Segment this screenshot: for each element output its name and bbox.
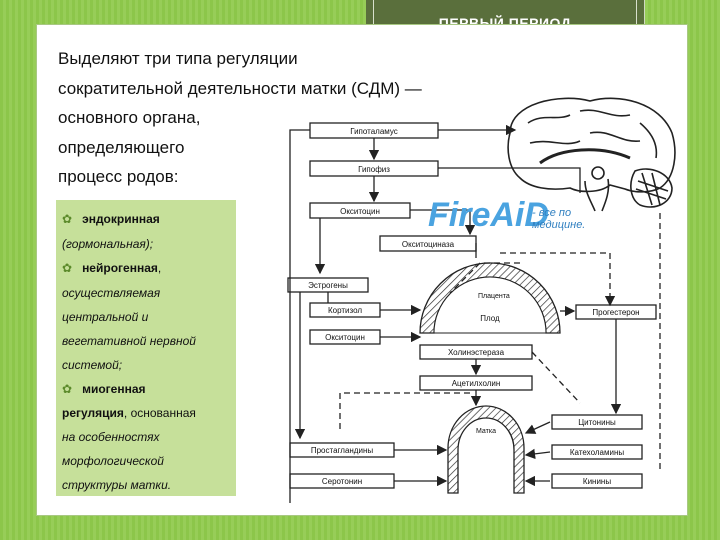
kinins-label: Кинины [583,477,611,486]
bullet-icon: ✿ [62,212,73,226]
placenta-label: Плацента [478,293,510,300]
myogenic-desc-line: на особенностях [62,430,160,444]
bullet-icon: ✿ [62,382,73,396]
list-item-myogenic: ✿ миогенная [62,382,146,396]
cortisol-label: Кортизол [328,306,362,315]
intro-line: Выделяют три типа регуляции [58,49,298,68]
myogenic-desc-line: структуры матки. [62,478,172,492]
intro-line: процесс родов: [58,167,179,186]
regulation-types-box: ✿ эндокринная (гормональная); ✿ нейрогенна… [56,200,236,496]
neurogenic-desc-line: центральной и [62,310,149,324]
myogenic-line: регуляция, основанная [62,406,196,420]
myogenic-desc-line: морфологической [62,454,164,468]
brain-illustration [507,97,676,212]
myogenic-desc-start: , основанная [123,406,196,420]
intro-line: определяющего [58,137,185,157]
intro-line: сократительной деятельности матки (СДМ) … [58,78,422,98]
endocrine-desc: (гормональная); [62,237,154,251]
serotonin-label: Серотонин [322,477,362,486]
progesterone-label: Прогестерон [592,308,639,317]
hypothalamus-label: Гипоталамус [350,127,398,136]
neurogenic-desc-line: системой; [62,358,123,372]
list-item-neurogenic: ✿ нейрогенная, [62,261,161,275]
watermark-logo: FireAiD [428,196,549,234]
acetylcholine-label: Ацетилхолин [452,379,501,388]
prostaglandins-label: Простагландины [311,446,374,455]
intro-text: Выделяют три типа регуляции сократительн… [58,44,422,192]
myogenic-term: миогенная [82,382,146,396]
endocrine-term: эндокринная [82,212,160,226]
intro-line: основного органа, [58,108,201,127]
watermark-tagline: - все по медицине. [532,207,586,231]
neurogenic-term: нейрогенная [82,261,158,275]
neurogenic-desc-line: осуществляемая [62,286,161,300]
bullet-icon: ✿ [62,261,73,275]
list-item-endocrine: ✿ эндокринная [62,212,160,226]
diagram-connectors [289,124,661,503]
neurogenic-comma: , [157,261,162,275]
estrogens-label: Эстрогены [308,281,348,290]
myogenic-term-2: регуляция [62,406,124,420]
uterus-shape [447,405,525,494]
cholinesterase-label: Холинэстераза [448,348,505,357]
regulation-diagram: Гипоталамус Гипофиз Окситоцин Окситоцина… [287,97,676,503]
oxytocin-fetal-label: Окситоцин [325,333,365,342]
fetus-label: Плод [480,314,500,323]
uterus-label: Матка [476,428,496,435]
neurogenic-desc-line: вегетативной нервной [62,334,196,348]
oxytocinase-label: Окситоциназа [402,240,455,249]
pituitary-label: Гипофиз [358,165,390,174]
cytotonins-label: Цитонины [578,418,616,427]
kinins-node [551,473,643,489]
oxytocin-top-label: Окситоцин [340,207,380,216]
cytotonins-node [551,414,643,430]
catecholamines-label: Катехоламины [570,448,624,457]
catecholamines-node [551,444,643,460]
placenta-shape [419,262,561,334]
